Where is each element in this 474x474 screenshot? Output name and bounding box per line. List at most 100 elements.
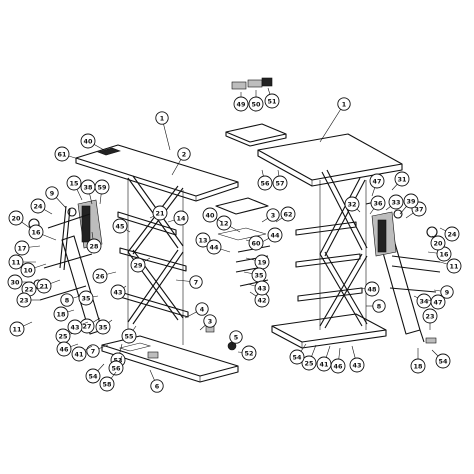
callout-number: 43 <box>71 323 80 331</box>
callout-bubble <box>388 194 404 210</box>
callout-52: 52 <box>237 345 257 361</box>
callout-bubble <box>85 368 101 384</box>
callout-36: 36 <box>369 195 386 215</box>
callout-bubble <box>364 281 380 297</box>
callout-8: 8 <box>366 299 386 313</box>
callout-number: 26 <box>96 272 105 280</box>
callout-17: 17 <box>14 240 41 256</box>
callout-43: 43 <box>67 319 89 335</box>
callout-bubble <box>78 290 94 306</box>
callout-number: 8 <box>65 296 70 304</box>
callout-46: 46 <box>56 341 79 357</box>
callout-24: 24 <box>439 226 460 242</box>
callout-16: 16 <box>28 224 57 241</box>
callout-6: 6 <box>149 369 164 393</box>
top-pads <box>225 77 287 147</box>
callout-number: 42 <box>258 296 267 304</box>
callout-bubble <box>7 274 23 290</box>
callout-2: 2 <box>171 147 191 176</box>
callout-number: 17 <box>18 244 27 252</box>
callout-number: 51 <box>268 97 277 105</box>
callout-number: 18 <box>414 362 423 370</box>
callout-bubble <box>272 175 288 191</box>
callout-number: 21 <box>40 282 49 290</box>
callout-1: 1 <box>155 111 171 151</box>
callout-bubble <box>195 302 209 316</box>
callout-number: 60 <box>252 239 261 247</box>
callout-bubble <box>80 133 96 149</box>
callout-number: 41 <box>75 350 84 358</box>
callout-number: 23 <box>426 312 435 320</box>
callout-number: 56 <box>261 179 270 187</box>
callout-43: 43 <box>110 284 127 300</box>
callout-47: 47 <box>427 294 446 310</box>
callout-45: 45 <box>112 218 131 234</box>
callout-48: 48 <box>359 281 380 297</box>
callout-bubble <box>241 345 257 361</box>
callout-number: 61 <box>58 150 67 158</box>
callout-number: 9 <box>50 189 55 197</box>
callout-bubble <box>36 278 52 294</box>
callout-number: 14 <box>177 214 186 222</box>
callout-34: 34 <box>413 293 432 309</box>
callout-44: 44 <box>206 239 231 255</box>
callout-number: 35 <box>82 294 91 302</box>
callout-bubble <box>430 294 446 310</box>
callout-bubble <box>248 96 264 112</box>
callout-number: 11 <box>450 262 459 270</box>
callout-bubble <box>369 173 385 189</box>
callout-bubble <box>30 198 46 214</box>
callout-number: 3 <box>271 211 275 219</box>
left-top-deck <box>75 144 239 202</box>
callout-number: 11 <box>13 325 22 333</box>
callout-bubble <box>430 235 446 251</box>
callout-number: 36 <box>374 199 383 207</box>
callout-bubble <box>99 376 115 392</box>
callout-56: 56 <box>257 169 273 191</box>
callout-number: 13 <box>199 236 208 244</box>
part-callouts: 1123345677889910111111121314151616171818… <box>7 87 462 393</box>
callout-bubble <box>86 344 100 358</box>
callout-number: 28 <box>90 242 99 250</box>
callout-number: 20 <box>12 214 21 222</box>
callout-7: 7 <box>86 344 109 358</box>
callout-number: 43 <box>258 284 267 292</box>
callout-1: 1 <box>319 97 351 143</box>
callout-21: 21 <box>36 278 61 294</box>
callout-bubble <box>92 268 108 284</box>
callout-number: 33 <box>392 198 401 206</box>
right-scissor-arms <box>319 169 368 330</box>
callout-number: 5 <box>234 333 238 341</box>
callout-number: 39 <box>407 197 416 205</box>
callout-number: 27 <box>83 322 92 330</box>
callout-number: 22 <box>25 285 34 293</box>
callout-number: 16 <box>32 228 41 236</box>
callout-bubble <box>435 353 451 369</box>
callout-bubble <box>66 175 82 191</box>
callout-number: 25 <box>305 359 314 367</box>
callout-bubble <box>216 215 232 231</box>
callout-bubble <box>189 275 203 289</box>
callout-bubble <box>20 262 36 278</box>
callout-30: 30 <box>7 274 32 290</box>
callout-number: 54 <box>439 357 448 365</box>
callout-bubble <box>94 179 110 195</box>
callout-number: 34 <box>420 297 429 305</box>
callout-bubble <box>8 210 24 226</box>
callout-3: 3 <box>199 314 217 331</box>
callout-59: 59 <box>94 179 110 205</box>
callout-bubble <box>173 210 189 226</box>
callout-bubble <box>330 358 346 374</box>
callout-26: 26 <box>92 268 117 284</box>
callout-number: 24 <box>34 202 43 210</box>
callout-32: 32 <box>344 196 361 213</box>
callout-number: 44 <box>210 243 219 251</box>
callout-58: 58 <box>99 371 117 392</box>
callout-bubble <box>289 349 305 365</box>
callout-bubble <box>16 292 32 308</box>
callout-bubble <box>349 357 365 373</box>
callout-number: 50 <box>252 100 261 108</box>
callout-20: 20 <box>430 235 446 251</box>
left-cross-bars <box>117 211 189 318</box>
callout-11: 11 <box>8 254 36 270</box>
